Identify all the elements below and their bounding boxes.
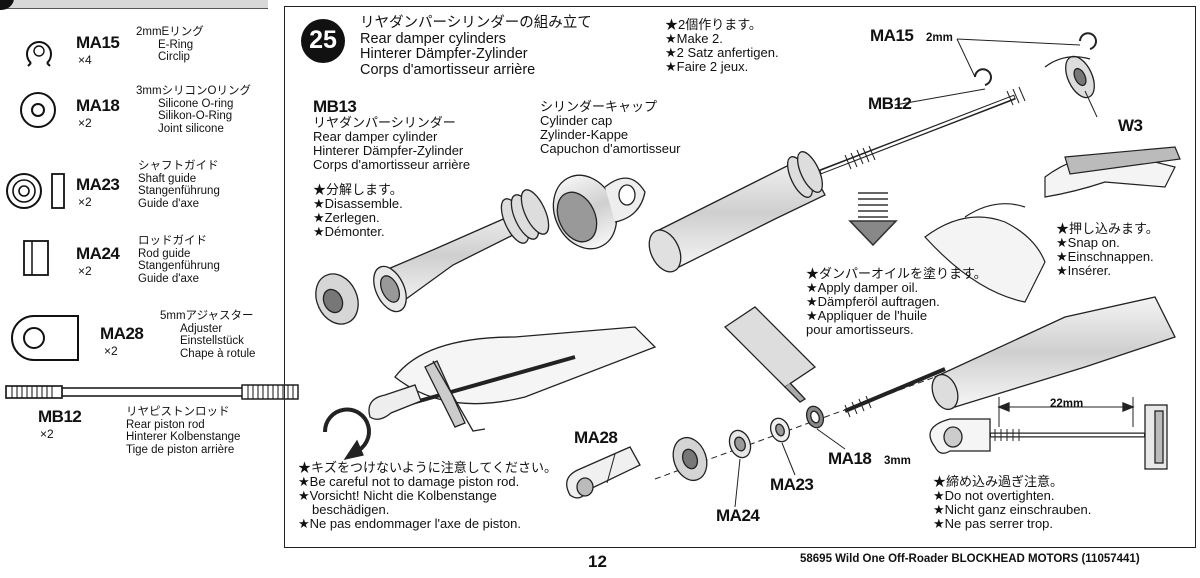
step-title: リヤダンパーシリンダーの組み立て Rear damper cylinders H… [360, 15, 592, 78]
part-ma18-code: MA18 [76, 96, 120, 115]
ma24-callout: MA24 [716, 506, 760, 525]
parts-header-bar [0, 0, 268, 9]
part-mb12-qty: ×2 [40, 427, 54, 441]
rod-pliers-drawing [322, 326, 657, 460]
leader-lines [606, 38, 1098, 508]
w3-callout: W3 [1118, 116, 1143, 135]
ma18-callout: MA18 [828, 449, 872, 468]
part-ma24-desc: ロッドガイド Rod guide Stangenführung Guide d'… [138, 235, 220, 285]
cylinder-cap-drawing [552, 174, 646, 250]
ma15-callout: MA15 [870, 26, 914, 45]
step-number-badge [301, 19, 345, 63]
damper-oil-note: ★ダンパーオイルを塗ります。 ★Apply damper oil. ★Dämpf… [806, 266, 987, 337]
cylinder-cap-desc: シリンダーキャップ Cylinder cap Zylinder-Kappe Ca… [540, 99, 681, 156]
step-panel [284, 6, 1196, 548]
part-mb12-code: MB12 [38, 407, 82, 426]
ma15-size: 2mm [926, 32, 953, 44]
page-number: 12 [588, 552, 607, 571]
part-ma24-qty: ×2 [78, 264, 92, 278]
part-mb12-desc: リヤピストンロッド Rear piston rod Hinterer Kolbe… [126, 406, 241, 456]
down-arrow-icon [848, 192, 898, 247]
mb13-label: MB13 [313, 97, 357, 116]
piston-rod-icon [5, 384, 299, 400]
part-ma28-desc: 5mmアジャスター Adjuster Einstellstück Chape à… [160, 310, 256, 360]
dimension-label: 22mm [1050, 398, 1084, 410]
part-ma28-qty: ×2 [104, 344, 118, 358]
ma18-size: 3mm [884, 455, 911, 467]
step-number: 25 [309, 26, 337, 54]
adjuster-icon [11, 315, 79, 361]
part-ma18-desc: 3mmシリコンOリング Silicone O-ring Silikon-O-Ri… [136, 85, 251, 135]
part-ma15-code: MA15 [76, 33, 120, 52]
assembled-cylinder-drawing [648, 32, 1097, 273]
shaft-guide-icon [6, 173, 65, 209]
mb13-desc: リヤダンパーシリンダー Rear damper cylinder Hintere… [313, 115, 471, 172]
disassemble-note: ★分解します。 ★Disassemble. ★Zerlegen. ★Démont… [313, 182, 403, 239]
overtighten-note: ★締め込み過ぎ注意。 ★Do not overtighten. ★Nicht g… [933, 474, 1092, 531]
part-ma23-qty: ×2 [78, 195, 92, 209]
mb13-cylinder-drawing [315, 189, 550, 325]
rod-guide-icon [23, 240, 49, 276]
part-ma28-code: MA28 [100, 324, 144, 343]
part-ma18-qty: ×2 [78, 116, 92, 130]
exploded-parts-drawing [566, 376, 936, 499]
lower-damper-drawing [723, 296, 1176, 418]
part-ma24-code: MA24 [76, 244, 120, 263]
mb12-callout: MB12 [868, 94, 912, 113]
dimension-drawing [929, 397, 1168, 470]
model-footer: 58695 Wild One Off-Roader BLOCKHEAD MOTO… [800, 553, 1140, 565]
ma23-callout: MA23 [770, 475, 814, 494]
step-bullet-icon [0, 0, 14, 10]
part-ma15-desc: 2mmEリング E-Ring Circlip [136, 26, 204, 63]
e-ring-icon [26, 41, 52, 67]
part-ma23-desc: シャフトガイド Shaft guide Stangenführung Guide… [138, 160, 220, 210]
part-ma15-qty: ×4 [78, 53, 92, 67]
pliers-hand-drawing [924, 146, 1181, 303]
make-note: ★2個作ります。 ★Make 2. ★2 Satz anfertigen. ★F… [665, 17, 779, 74]
part-ma23-code: MA23 [76, 175, 120, 194]
ma28-callout: MA28 [574, 428, 618, 447]
assembly-illustration [301, 19, 1181, 508]
careful-note: ★キズをつけないように注意してください。 ★Be careful not to … [298, 460, 557, 531]
snap-on-note: ★押し込みます。 ★Snap on. ★Einschnappen. ★Insér… [1056, 221, 1159, 278]
o-ring-icon [20, 92, 56, 128]
